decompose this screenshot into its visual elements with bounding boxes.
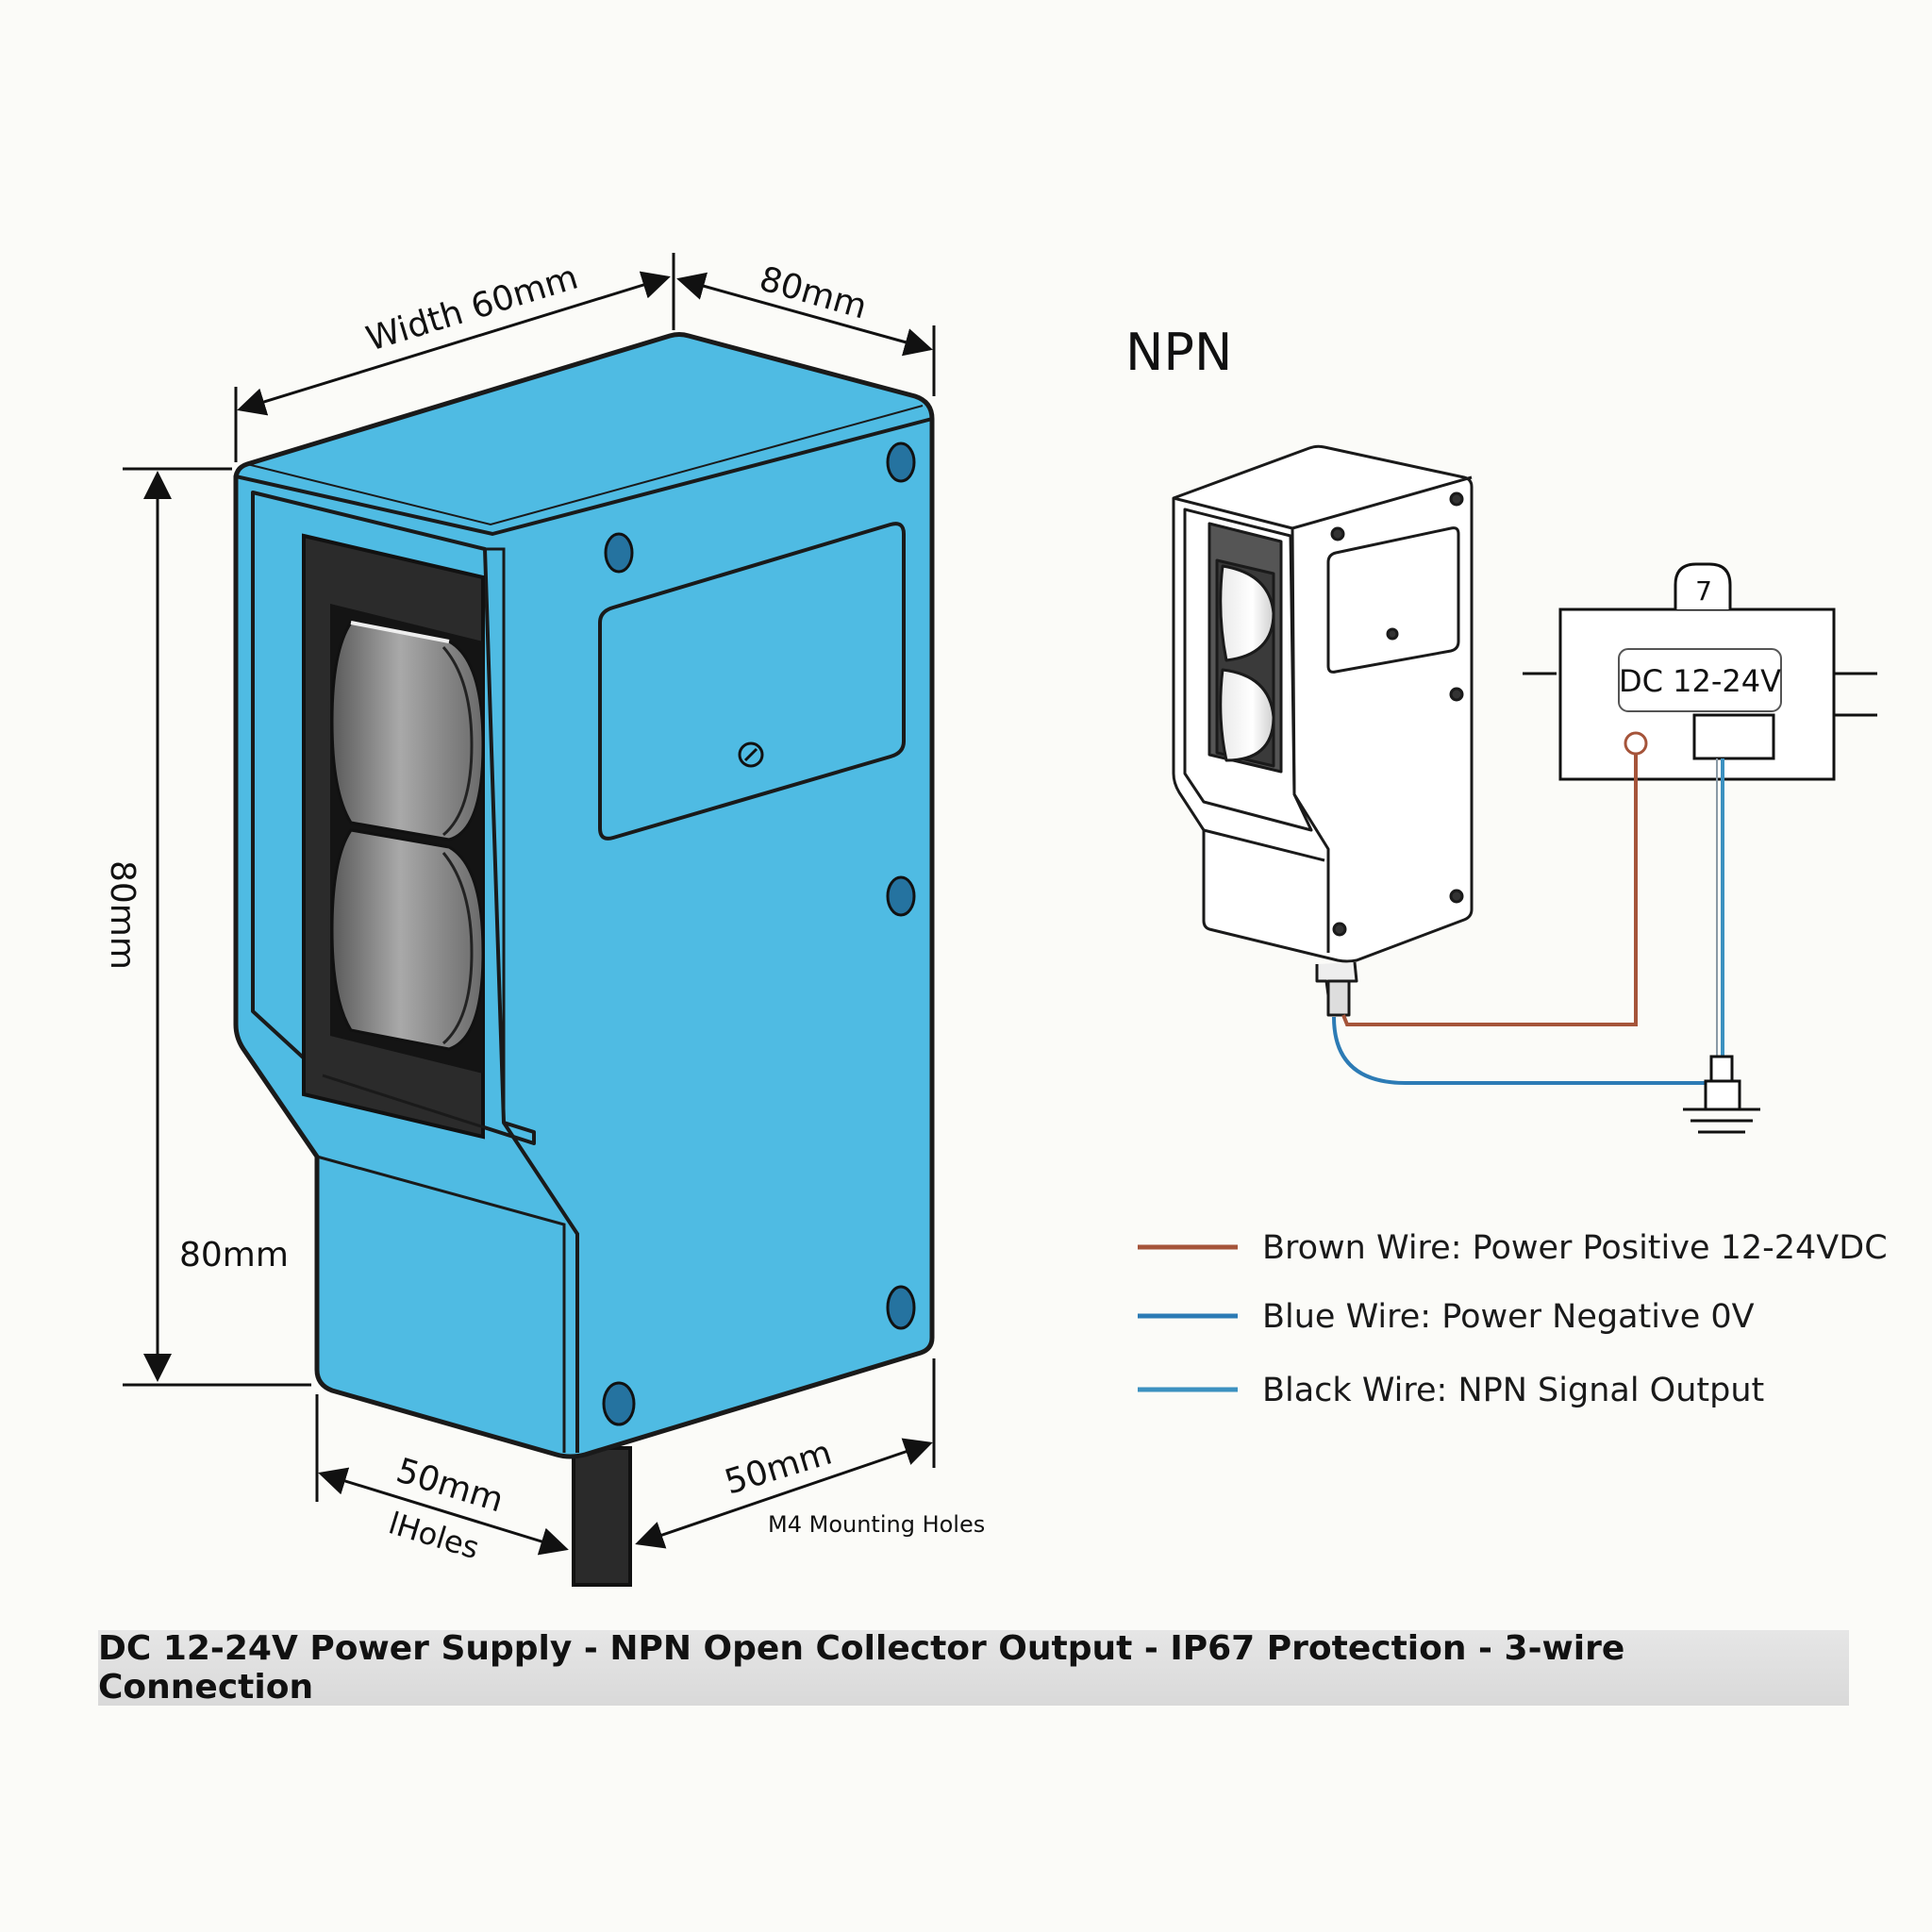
dim-bottom-left-sublabel: lHoles [385,1505,484,1566]
positive-terminal-icon [1624,731,1648,756]
legend-label-black: Black Wire: NPN Signal Output [1262,1372,1764,1409]
npn-title: NPN [1125,323,1232,382]
blue-wire [1332,1016,1706,1085]
ground-symbol-icon [1683,1055,1760,1134]
wire-legend: Brown Wire: Power Positive 12-24VDC Blue… [1138,1229,1888,1409]
dim-lower-height-label: 80mm [179,1236,289,1274]
supply-label: DC 12-24V [1619,663,1781,699]
dim-width-label: Width 60mm [362,258,583,359]
dimension-lines [123,253,936,1556]
wires [1332,754,1724,1085]
label-plate [0,0,9,9]
power-supply-box: 7 DC 12-24V [1523,562,1877,781]
upper-lens [330,621,485,841]
supply-number: 7 [1695,575,1712,607]
sensor-outline-drawing [1172,444,1474,1017]
sensor-3d-view [0,0,935,1587]
mounting-holes-label: M4 Mounting Holes [768,1511,985,1538]
spec-footer-band: DC 12-24V Power Supply - NPN Open Collec… [98,1629,1849,1707]
legend-label-blue: Blue Wire: Power Negative 0V [1262,1298,1755,1336]
legend-label-brown: Brown Wire: Power Positive 12-24VDC [1262,1229,1888,1267]
spec-footer-text: DC 12-24V Power Supply - NPN Open Collec… [98,1629,1625,1707]
lower-lens [330,828,485,1051]
brown-wire [1341,754,1638,1026]
dim-height-label: 80mm [103,860,142,970]
sensor-cable [572,1446,632,1587]
label-plate-outline [598,522,906,841]
dim-bottom-right-label: 50mm [721,1433,837,1502]
screw-icon [602,441,916,1426]
